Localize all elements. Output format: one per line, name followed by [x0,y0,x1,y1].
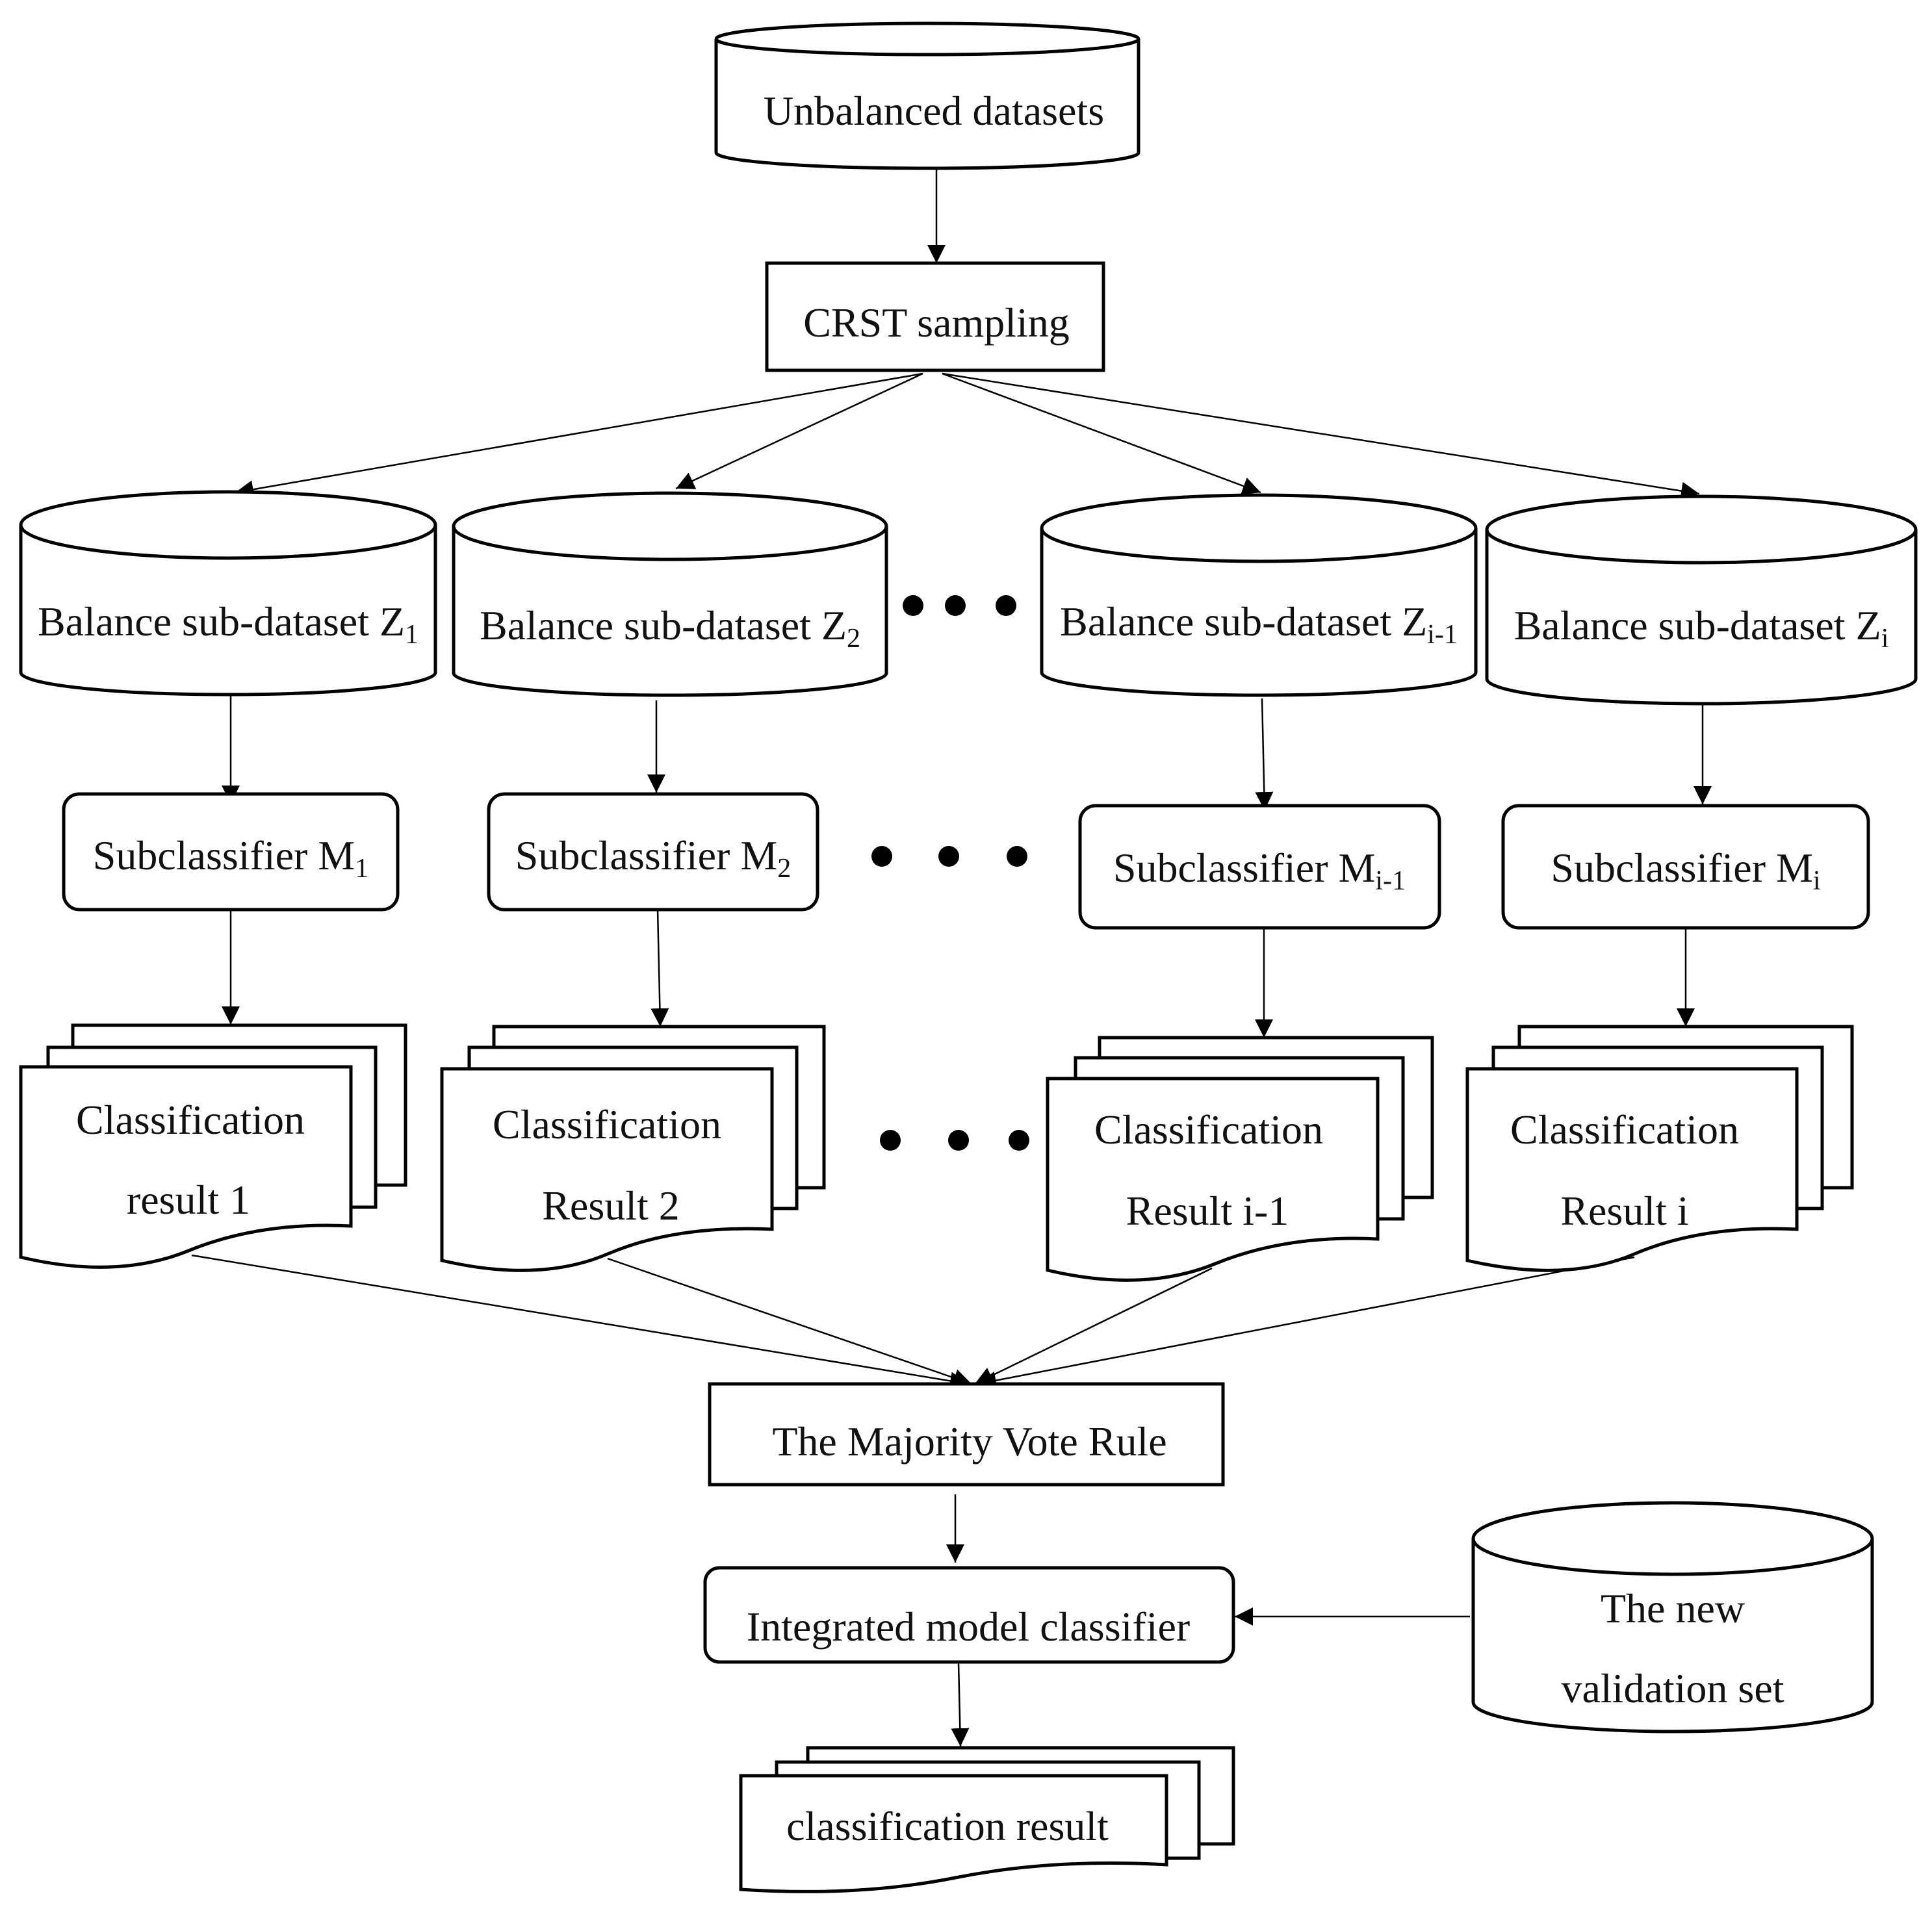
integrated-classifier-box: Integrated model classifier [703,1566,1235,1664]
vote-label: The Majority Vote Rule [772,1418,1166,1464]
validation-line2: validation set [1561,1665,1784,1711]
subset-cylinder-4: Balance sub-dataset Zi [1485,494,1918,706]
classifier-box-2: Subclassifier M2 [487,792,819,912]
ellipsis-dots-results [880,1130,1029,1151]
result-line1-4: Classification [1510,1106,1739,1153]
result-doc-stack-3: Classification Result i-1 [1046,1036,1434,1282]
subset-cylinder-3: Balance sub-dataset Zi-1 [1040,493,1478,697]
result-line2-4: Result i [1560,1188,1688,1234]
arrow-result-3-to-vote [974,1267,1213,1385]
result-line1-2: Classification [493,1101,721,1147]
classifier-label-2: Subclassifier M2 [515,832,792,884]
arrow-sampling-to-subset-4 [942,372,1700,500]
sampling-label: CRST sampling [803,300,1070,346]
source-dataset-cylinder: Unbalanced datasets [714,21,1140,170]
arrow-subset-3-to-classifier-3 [1255,698,1274,811]
classifier-label-4: Subclassifier Mi [1551,845,1820,896]
subset-label-3: Balance sub-dataset Zi-1 [1060,598,1458,650]
result-line2-3: Result i-1 [1126,1188,1289,1234]
result-line1-1: Classification [76,1097,305,1143]
arrow-result-2-to-vote [607,1257,972,1387]
arrow-result-4-to-vote [977,1256,1635,1390]
validation-set-cylinder: The new validation set [1471,1501,1874,1733]
result-line2-1: result 1 [127,1177,250,1223]
arrow-sampling-to-subset-2 [675,372,923,490]
arrow-classifier-2-to-result-2 [650,909,669,1027]
ellipsis-dots-subsets [903,595,1016,616]
classifier-box-4: Subclassifier Mi [1501,804,1870,930]
classifier-label-1: Subclassifier M1 [93,832,369,884]
subset-cylinder-1: Balance sub-dataset Z1 [19,490,437,697]
source-dataset-label: Unbalanced datasets [764,88,1104,134]
connectors [191,168,1712,1747]
validation-line1: The new [1601,1585,1745,1631]
subset-label-4: Balance sub-dataset Zi [1514,602,1889,654]
arrow-integrated-to-final [951,1663,970,1747]
subset-label-2: Balance sub-dataset Z2 [480,602,860,654]
result-doc-stack-1: Classification result 1 [19,1023,407,1269]
subset-cylinder-2: Balance sub-dataset Z2 [452,491,888,697]
result-line1-3: Classification [1094,1106,1323,1153]
ellipsis-dots-classifiers [871,846,1027,867]
final-result-doc-stack: classification result [739,1746,1235,1893]
result-doc-stack-4: Classification Result i [1465,1025,1854,1272]
arrow-result-1-to-vote [191,1254,969,1390]
classifier-box-1: Subclassifier M1 [62,792,400,912]
classifier-box-3: Subclassifier Mi-1 [1078,804,1441,930]
result-doc-stack-2: Classification Result 2 [440,1025,826,1272]
sampling-box: CRST sampling [765,261,1105,372]
result-line2-2: Result 2 [542,1183,680,1229]
subset-label-1: Balance sub-dataset Z1 [38,598,419,650]
arrow-sampling-to-subset-3 [942,372,1261,495]
vote-box: The Majority Vote Rule [708,1382,1225,1487]
arrow-sampling-to-subset-1 [235,372,923,499]
final-result-label: classification result [786,1803,1109,1849]
classifier-label-3: Subclassifier Mi-1 [1113,845,1406,896]
integrated-classifier-label: Integrated model classifier [747,1604,1190,1650]
